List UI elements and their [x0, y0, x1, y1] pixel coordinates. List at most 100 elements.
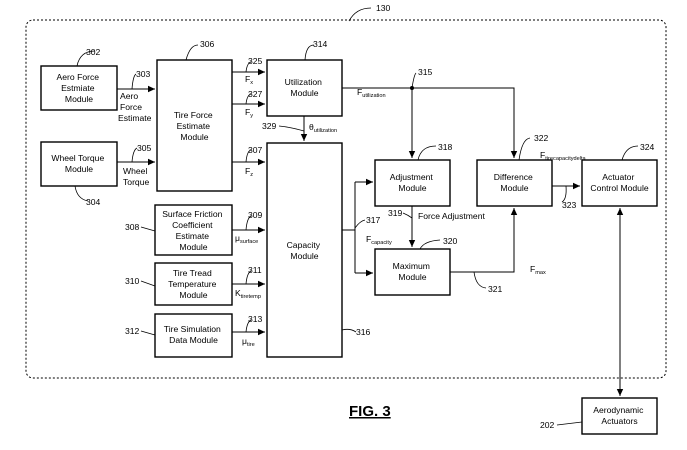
svg-text:Utilization Module: Utilization Module: [285, 77, 325, 98]
adjustment-module: Adjustment Module 318: [374, 142, 453, 207]
mu-tire-ref: 313: [248, 314, 263, 324]
actuator-control-module-ref: 324: [640, 142, 655, 152]
maximum-module: Maximum Module 320: [374, 236, 458, 296]
system-boundary: 130: [25, 3, 667, 379]
maximum-line-2: Module: [398, 272, 426, 282]
surface-friction-line-3: Estimate: [176, 231, 210, 241]
capacity-module-ref: 316: [356, 327, 371, 337]
aero-force-module-ref: 302: [86, 47, 101, 57]
f-utilization-label: Futilization: [357, 87, 386, 99]
aero-force-signal-line-1: Aero: [120, 91, 138, 101]
svg-text:Tire Tread Temperature: Tire Tread Temperature Module: [168, 268, 219, 300]
f-tirecapacitydelta-label: Ftirecapacitydelta: [540, 150, 587, 162]
surface-friction-module-ref: 308: [125, 222, 140, 232]
f-max-label: Fmax: [530, 264, 546, 276]
actuator-control-line-2: Control Module: [590, 183, 648, 193]
aerodynamic-actuators-line-2: Actuators: [601, 416, 637, 426]
tire-force-line-3: Module: [180, 132, 208, 142]
utilization-line-1: Utilization: [285, 77, 322, 87]
theta-utilization-ref: 329: [262, 121, 277, 131]
aero-force-signal-line-2: Force: [120, 102, 142, 112]
wheel-torque-signal-ref: 305: [137, 143, 152, 153]
utilization-line-2: Module: [290, 88, 318, 98]
aerodynamic-actuators: Aerodynamic Actuators 202: [540, 397, 658, 435]
wheel-torque-signal-line-1: Wheel: [123, 166, 147, 176]
surface-friction-line-1: Surface Friction: [162, 209, 222, 219]
f-utilization-ref: 315: [418, 67, 433, 77]
fx-ref: 325: [248, 56, 263, 66]
capacity-line-1: Capacity: [287, 240, 321, 250]
tire-tread-line-3: Module: [179, 290, 207, 300]
figure-label: FIG. 3: [349, 403, 391, 420]
wheel-torque-signal-line-2: Torque: [123, 177, 149, 187]
f-max-arrow: [450, 208, 518, 273]
tire-tread-line-1: Tire Tread: [173, 268, 212, 278]
difference-module: Difference Module 322: [476, 133, 553, 207]
svg-text:Maximum Module: Maximum Module: [393, 261, 433, 282]
tire-force-line-1: Tire Force: [174, 110, 213, 120]
svg-text:Aero Force Estmiate: Aero Force Estmiate Module: [57, 72, 102, 104]
tire-tread-temperature-module: Tire Tread Temperature Module 310: [125, 262, 233, 306]
svg-text:Tire Force Estimate: Tire Force Estimate Module: [174, 110, 215, 142]
maximum-line-1: Maximum: [393, 261, 430, 271]
adjustment-line-1: Adjustment: [390, 172, 434, 182]
difference-line-1: Difference: [494, 172, 533, 182]
adjustment-module-ref: 318: [438, 142, 453, 152]
f-utilization-to-difference-arrow: [342, 87, 518, 158]
connections: 303 Aero Force Estimate 305 Wheel Torque…: [117, 56, 624, 396]
f-capacity-ref: 317: [366, 215, 381, 225]
svg-text:Aero Force Estimat: Aero Force Estimate: [118, 91, 152, 123]
aerodynamic-actuators-line-1: Aerodynamic: [593, 405, 644, 415]
boundary-ref: 130: [376, 3, 391, 13]
aerodynamic-actuators-ref: 202: [540, 420, 555, 430]
svg-text:Aerodynamic Actuators: Aerodynamic Actuators: [593, 405, 646, 426]
surface-friction-module: Surface Friction Coefficient Estimate Mo…: [125, 204, 233, 256]
tire-tread-module-ref: 310: [125, 276, 140, 286]
mu-surface-label: μsurface: [235, 233, 258, 245]
utilization-module-ref: 314: [313, 39, 328, 49]
svg-text:Wheel Torque: Wheel Torque: [123, 166, 150, 187]
actuator-control-line-1: Actuator: [602, 172, 634, 182]
aero-force-signal-ref: 303: [136, 69, 151, 79]
mu-surface-ref: 309: [248, 210, 263, 220]
tire-simulation-module-ref: 312: [125, 326, 140, 336]
fy-label: Fy: [245, 107, 253, 119]
aero-force-signal-line-3: Estimate: [118, 113, 152, 123]
tire-simulation-line-1: Tire Simulation: [164, 324, 221, 334]
actuator-output-ref: 323: [562, 200, 577, 210]
actuator-control-module: Actuator Control Module 324: [581, 142, 658, 207]
maximum-module-ref: 320: [443, 236, 458, 246]
svg-text:Wheel Torque Module: Wheel Torque Module: [51, 153, 106, 174]
difference-line-2: Module: [500, 183, 528, 193]
wheel-torque-module: Wheel Torque Module 304: [40, 141, 118, 207]
tire-simulation-data-module: Tire Simulation Data Module 312: [125, 313, 233, 358]
tire-simulation-line-2: Data Module: [169, 335, 218, 345]
wheel-torque-line-1: Wheel Torque: [51, 153, 104, 163]
wheel-torque-module-ref: 304: [86, 197, 101, 207]
svg-text:Surface Friction Coeffic: Surface Friction Coefficient Estimate Mo…: [162, 209, 225, 252]
fy-ref: 327: [248, 89, 263, 99]
aero-force-line-2: Estmiate: [61, 83, 95, 93]
svg-text:Actuator Control Module: Actuator Control Module: [590, 172, 648, 193]
f-max-ref: 321: [488, 284, 503, 294]
fz-label: Fz: [245, 166, 253, 178]
k-tiretemp-ref: 311: [248, 265, 262, 275]
adjustment-line-2: Module: [398, 183, 426, 193]
capacity-module: Capacity Module 316: [266, 142, 371, 358]
svg-text:Adjustment Module: Adjustment Module: [390, 172, 435, 193]
wheel-torque-line-2: Module: [65, 164, 93, 174]
fx-label: Fx: [245, 74, 253, 86]
theta-utilization-label: θutilization: [309, 122, 337, 134]
tire-force-estimate-module: Tire Force Estimate Module 306: [156, 39, 233, 192]
mu-tire-label: μtire: [242, 336, 255, 348]
surface-friction-line-4: Module: [179, 242, 207, 252]
tire-force-line-2: Estimate: [177, 121, 211, 131]
force-adjustment-label: Force Adjustment: [418, 211, 485, 221]
capacity-line-2: Module: [290, 251, 318, 261]
tire-tread-line-2: Temperature: [168, 279, 216, 289]
force-adjustment-ref: 319: [388, 208, 403, 218]
difference-module-ref: 322: [534, 133, 549, 143]
f-capacity-label: Fcapacity: [366, 234, 392, 246]
svg-text:Difference Module: Difference Module: [494, 172, 535, 193]
